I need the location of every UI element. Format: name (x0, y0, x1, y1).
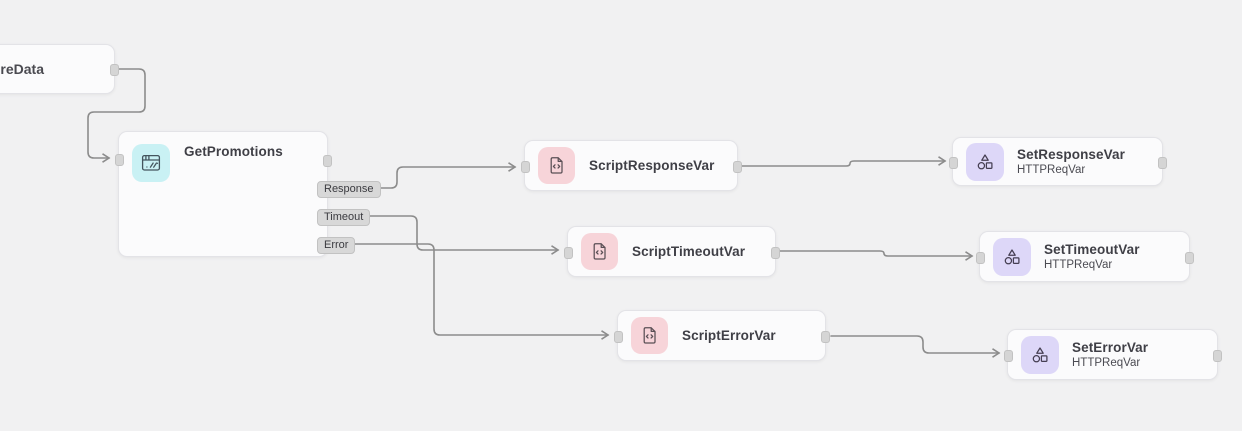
node-title: SetResponseVar (1017, 147, 1125, 162)
node-set-error-var[interactable]: SetErrorVar HTTPReqVar (1003, 329, 1222, 380)
shapes-variable-icon (966, 142, 1004, 181)
output-port[interactable] (820, 331, 830, 343)
shapes-variable-icon (993, 237, 1031, 276)
output-label-response[interactable]: Response (317, 181, 381, 198)
input-port[interactable] (948, 157, 958, 169)
input-port[interactable] (520, 161, 530, 173)
node-title: GetPromotions (184, 144, 283, 159)
node-title: ScriptResponseVar (589, 158, 715, 173)
edge-scripterrorvar-seterrorvar[interactable] (830, 335, 1001, 358)
output-label-timeout[interactable]: Timeout (317, 209, 371, 226)
edge-response-scriptresponsevar[interactable] (372, 162, 517, 189)
node-set-response-var[interactable]: SetResponseVar HTTPReqVar (948, 137, 1167, 186)
output-label-error[interactable]: Error (317, 237, 356, 254)
edge-scripttimeoutvar-settimeoutvar[interactable] (779, 250, 974, 261)
edge-error-scripterrorvar[interactable] (349, 243, 610, 340)
output-port[interactable] (1184, 252, 1194, 264)
node-title: ureData (0, 61, 44, 77)
node-capture-data[interactable]: ureData (0, 44, 119, 94)
edge-capturedata-getpromotions[interactable] (87, 68, 146, 163)
output-port[interactable] (322, 155, 332, 167)
node-title: ScriptErrorVar (682, 328, 776, 343)
edge-scriptresponsevar-setresponsevar[interactable] (741, 156, 947, 167)
node-set-timeout-var[interactable]: SetTimeoutVar HTTPReqVar (975, 231, 1194, 282)
node-title: SetErrorVar (1072, 340, 1149, 355)
node-subtitle: HTTPReqVar (1017, 164, 1086, 176)
input-port[interactable] (975, 252, 985, 264)
input-port[interactable] (613, 331, 623, 343)
node-script-error-var[interactable]: ScriptErrorVar (613, 310, 830, 361)
output-port[interactable] (109, 64, 119, 76)
script-code-icon (631, 317, 668, 354)
output-port[interactable] (770, 247, 780, 259)
output-port[interactable] (1212, 350, 1222, 362)
edge-timeout-scripttimeoutvar[interactable] (363, 215, 560, 255)
input-port[interactable] (1003, 350, 1013, 362)
node-subtitle: HTTPReqVar (1044, 259, 1113, 271)
output-port[interactable] (1157, 157, 1167, 169)
input-port[interactable] (114, 154, 124, 166)
script-code-icon (581, 233, 618, 270)
node-script-timeout-var[interactable]: ScriptTimeoutVar (563, 226, 780, 277)
node-subtitle: HTTPReqVar (1072, 357, 1141, 369)
output-port[interactable] (732, 161, 742, 173)
node-title: ScriptTimeoutVar (632, 244, 746, 259)
http-window-icon (132, 144, 170, 182)
node-get-promotions[interactable]: GetPromotions Response Timeout Error (114, 131, 381, 257)
node-script-response-var[interactable]: ScriptResponseVar (520, 140, 742, 191)
shapes-variable-icon (1021, 335, 1059, 374)
script-code-icon (538, 147, 575, 184)
node-title: SetTimeoutVar (1044, 242, 1140, 257)
input-port[interactable] (563, 247, 573, 259)
